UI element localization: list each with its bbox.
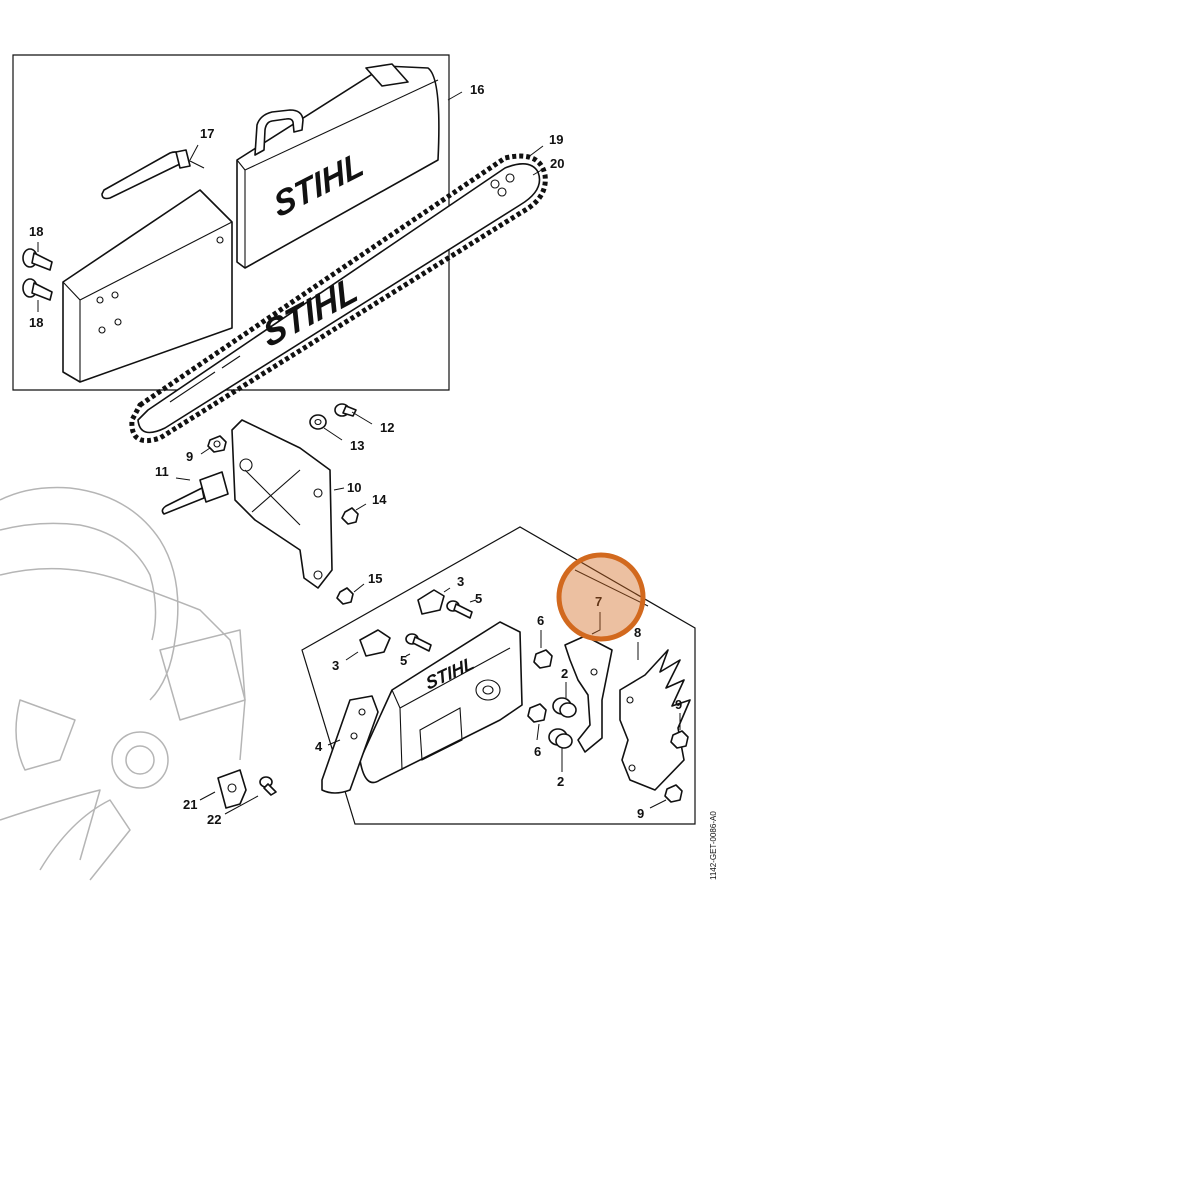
callout-18-upper[interactable]: 18: [29, 224, 43, 239]
part-3-slide-lower[interactable]: [359, 629, 391, 657]
callout-21[interactable]: 21: [183, 797, 197, 812]
part-9-nut-middle[interactable]: [670, 730, 689, 749]
part-7-plate[interactable]: [564, 635, 613, 753]
callout-9-lower[interactable]: 9: [637, 806, 644, 821]
part-21-bracket[interactable]: [217, 769, 247, 809]
part-14-screw[interactable]: [341, 507, 359, 525]
part-2-nut-lower[interactable]: [548, 728, 573, 749]
part-10-guard-plate[interactable]: [231, 419, 333, 589]
callout-16[interactable]: 16: [470, 82, 484, 97]
part-6-spacer-lower[interactable]: [527, 703, 547, 723]
callout-13[interactable]: 13: [350, 438, 364, 453]
part-17-clamp-lever[interactable]: [101, 149, 205, 200]
callout-15[interactable]: 15: [368, 571, 382, 586]
leader-lines: [37, 91, 681, 815]
callout-3-lower[interactable]: 3: [332, 658, 339, 673]
callout-5-upper[interactable]: 5: [475, 591, 482, 606]
part-2-nut-upper[interactable]: [552, 697, 577, 718]
part-6-spacer-upper[interactable]: [533, 649, 553, 669]
callout-6-upper[interactable]: 6: [537, 613, 544, 628]
part-18-bolt-lower[interactable]: [22, 278, 53, 301]
callout-3-upper[interactable]: 3: [457, 574, 464, 589]
callout-22[interactable]: 22: [207, 812, 221, 827]
part-18-bolt-upper[interactable]: [22, 248, 53, 271]
part-5-screw-lower[interactable]: [405, 633, 432, 652]
part-9-nut-lower[interactable]: [664, 784, 683, 803]
callout-10[interactable]: 10: [347, 480, 361, 495]
callout-2-lower[interactable]: 2: [557, 774, 564, 789]
callout-17[interactable]: 17: [200, 126, 214, 141]
callout-20[interactable]: 20: [550, 156, 564, 171]
callout-14[interactable]: 14: [372, 492, 387, 507]
callout-4[interactable]: 4: [315, 739, 323, 754]
drawing-code: 1142-GET-0086-A0: [709, 811, 718, 880]
callout-11[interactable]: 11: [155, 464, 169, 479]
callout-12[interactable]: 12: [380, 420, 394, 435]
part-3-slide-upper[interactable]: [417, 589, 445, 615]
part-5-screw-upper[interactable]: [446, 600, 473, 619]
callout-19[interactable]: 19: [549, 132, 563, 147]
highlight-circle: [556, 552, 646, 642]
part-22-screw[interactable]: [259, 776, 277, 796]
cover-assembly-frame: [301, 526, 696, 825]
callout-2-upper[interactable]: 2: [561, 666, 568, 681]
callout-9-upper[interactable]: 9: [186, 449, 193, 464]
part-20-saw-chain[interactable]: [129, 153, 548, 444]
part-9-nut-upper[interactable]: [207, 435, 227, 453]
sheath-side-plate[interactable]: [62, 189, 233, 383]
chainsaw-body-ghost: [0, 486, 246, 881]
inset-frame: [12, 54, 450, 391]
part-15-screw[interactable]: [336, 587, 354, 605]
callout-5-lower[interactable]: 5: [400, 653, 407, 668]
part-4-guard[interactable]: [321, 695, 379, 794]
callout-7[interactable]: 7: [595, 594, 602, 609]
callout-18-lower[interactable]: 18: [29, 315, 43, 330]
part-12-screw[interactable]: [334, 403, 357, 417]
part-11-stud[interactable]: [161, 471, 229, 515]
callout-labels: 16 17 18 18 19 20 12 13 9 11 10 14 15 3 …: [29, 82, 682, 827]
callout-9-middle[interactable]: 9: [675, 697, 682, 712]
part-13-washer[interactable]: [309, 414, 327, 430]
callout-8[interactable]: 8: [634, 625, 641, 640]
callout-6-lower[interactable]: 6: [534, 744, 541, 759]
part-8-bumper-spike[interactable]: [619, 649, 691, 791]
